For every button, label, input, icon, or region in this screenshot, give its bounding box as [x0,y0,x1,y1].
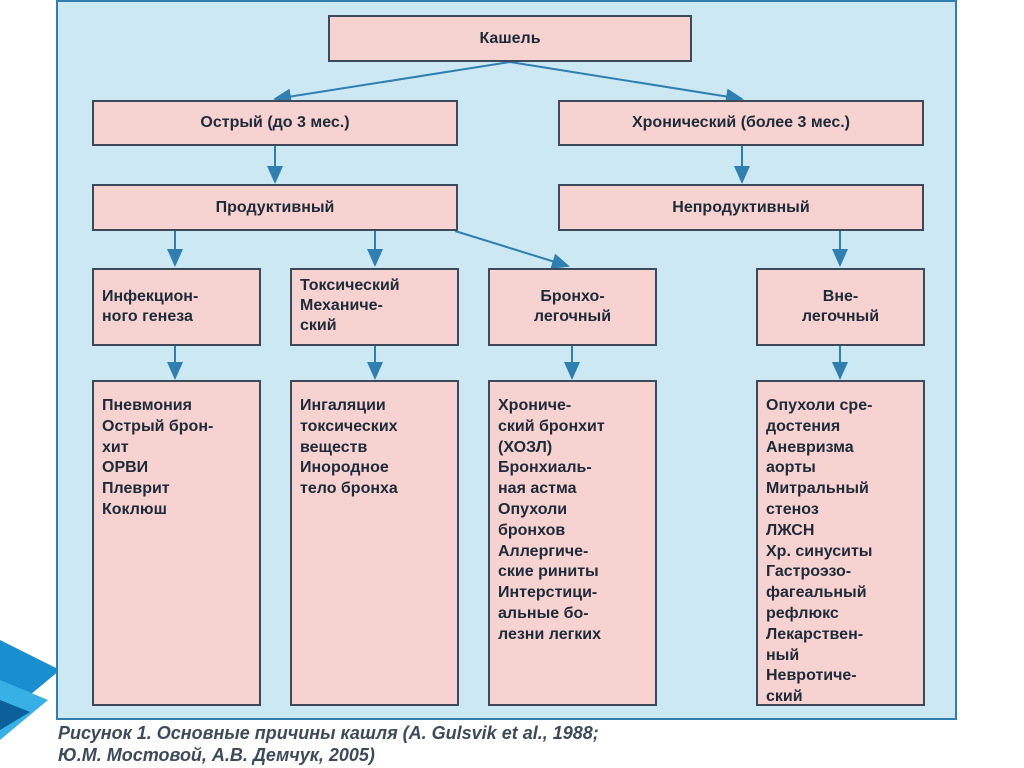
node-acute: Острый (до 3 мес.) [92,100,458,146]
figure-caption-line1: Рисунок 1. Основные причины кашля (A. Gu… [58,723,599,743]
figure-caption-line2: Ю.М. Мостовой, А.В. Демчук, 2005) [58,745,375,765]
node-extrapulmonary: Вне- легочный [756,268,925,346]
list-extrapulmonary-causes: Опухоли сре- достения Аневризма аорты Ми… [756,380,925,706]
node-productive: Продуктивный [92,184,458,231]
node-toxic-mechanical: Токсический Механиче- ский [290,268,459,346]
arrow-root-to-chronic [509,61,744,105]
node-bronchopulmonary: Бронхо- легочный [488,268,657,346]
list-bronchopulmonary-causes: Хрониче- ский бронхит (ХОЗЛ) Бронхиаль- … [488,380,657,706]
node-nonproductive: Непродуктивный [558,184,924,231]
node-chronic: Хронический (более 3 мес.) [558,100,924,146]
list-infectious-causes: Пневмония Острый брон- хит ОРВИ Плеврит … [92,380,261,706]
arrow-root-to-acute [273,61,511,105]
corner-decoration [0,640,60,740]
arrow-productive-to-broncho [454,230,570,269]
root-node-cough: Кашель [328,15,692,62]
node-infectious: Инфекцион- ного генеза [92,268,261,346]
list-toxic-causes: Ингаляции токсических веществ Инородное … [290,380,459,706]
